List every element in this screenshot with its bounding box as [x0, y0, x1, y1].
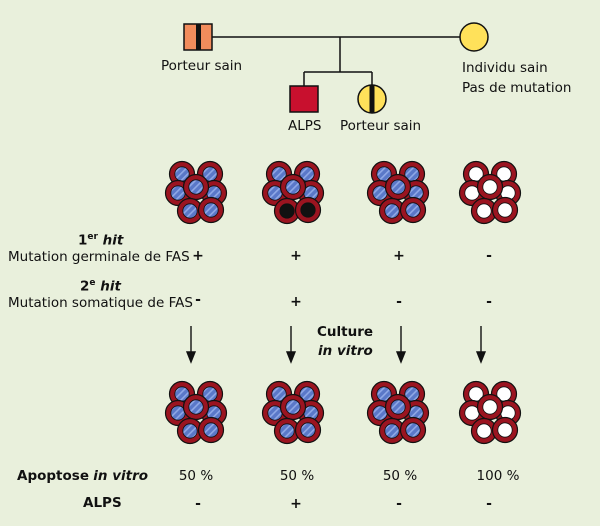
cell-nucleus — [476, 203, 492, 219]
alps-sign: - — [195, 496, 201, 512]
cell-nucleus — [482, 399, 498, 415]
down-arrow-icon — [285, 326, 297, 364]
lymphocyte-cluster-icon — [164, 380, 228, 445]
alps-sign: + — [290, 496, 302, 512]
cell-nucleus — [384, 203, 400, 219]
cell-nucleus — [203, 202, 219, 218]
second-hit-sign: - — [396, 294, 402, 310]
son-label: ALPS — [288, 118, 322, 134]
cell-nucleus — [300, 202, 316, 218]
daughter-label: Porteur sain — [340, 118, 422, 134]
cell-nucleus — [188, 179, 204, 195]
cell-nucleus — [497, 422, 513, 438]
first-hit-sign: + — [393, 248, 405, 264]
first-hit-title: 1er hit — [78, 232, 124, 249]
second-hit-title: 2e hit — [80, 278, 121, 295]
apoptose-label: Apoptose in vitro — [17, 468, 149, 484]
first-hit-sign: + — [192, 248, 204, 264]
cell-nucleus — [182, 203, 198, 219]
apoptose-value: 50 % — [279, 468, 315, 484]
cell-nucleus — [390, 399, 406, 415]
cell-nucleus — [405, 202, 421, 218]
cell-nucleus — [405, 422, 421, 438]
mother-circle-icon — [459, 22, 489, 52]
lymphocyte-cluster-icon — [458, 160, 522, 225]
alps-sign: - — [486, 496, 492, 512]
first-hit-sign: - — [486, 248, 492, 264]
down-arrow-icon — [395, 326, 407, 364]
cell-nucleus — [390, 179, 406, 195]
alps-sign: - — [396, 496, 402, 512]
father-label: Porteur sain — [161, 58, 243, 74]
lymphocyte-cluster-icon — [366, 380, 430, 445]
lymphocyte-cluster-icon — [366, 160, 430, 225]
down-arrow-icon — [475, 326, 487, 364]
second-hit-sign: - — [195, 292, 201, 308]
apoptose-value: 50 % — [178, 468, 214, 484]
cell-nucleus — [203, 422, 219, 438]
culture-label: Culture — [317, 324, 374, 340]
second-hit-sign: - — [486, 294, 492, 310]
apoptose-value: 50 % — [382, 468, 418, 484]
lymphocyte-cluster-icon — [261, 160, 325, 225]
second-hit-description: Mutation somatique de FAS — [8, 295, 193, 311]
apoptose-value: 100 % — [476, 468, 520, 484]
cell-nucleus — [300, 422, 316, 438]
daughter-circle-icon — [357, 84, 387, 114]
cell-nucleus — [285, 179, 301, 195]
cell-nucleus — [384, 423, 400, 439]
cell-nucleus — [476, 423, 492, 439]
lymphocyte-cluster-icon — [458, 380, 522, 445]
first-hit-description: Mutation germinale de FAS — [8, 249, 190, 265]
cell-nucleus — [279, 423, 295, 439]
cell-nucleus — [182, 423, 198, 439]
culture-in-vitro-label: in vitro — [318, 343, 373, 359]
cell-nucleus — [285, 399, 301, 415]
alps-row-label: ALPS — [83, 495, 122, 511]
lymphocyte-cluster-icon — [164, 160, 228, 225]
cell-nucleus — [482, 179, 498, 195]
first-hit-sign: + — [290, 248, 302, 264]
cell-nucleus — [188, 399, 204, 415]
cell-nucleus — [279, 203, 295, 219]
second-hit-sign: + — [290, 294, 302, 310]
mother-label-line2: Pas de mutation — [462, 80, 572, 96]
mother-label-line1: Individu sain — [462, 60, 548, 76]
down-arrow-icon — [185, 326, 197, 364]
lymphocyte-cluster-icon — [261, 380, 325, 445]
son-square-icon — [289, 85, 319, 113]
father-square-icon — [183, 23, 213, 51]
cell-nucleus — [497, 202, 513, 218]
